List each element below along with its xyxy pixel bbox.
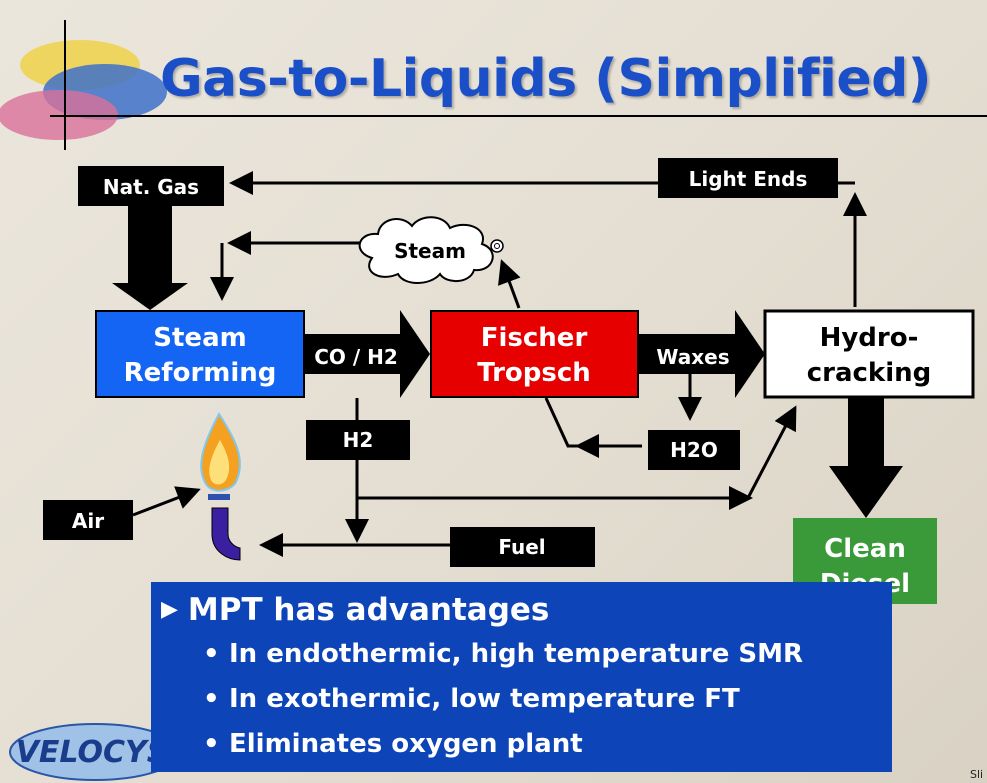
connector-lines (132, 171, 867, 557)
fuel-label: Fuel (498, 535, 545, 559)
advantage-item: • In endothermic, high temperature SMR (203, 632, 882, 677)
waxes-arrow (638, 310, 765, 398)
fischer-tropsch-line1: Fischer (481, 323, 588, 353)
advantage-text: In exothermic, low temperature FT (229, 684, 740, 714)
bullet-dot-icon: • (203, 639, 220, 669)
advantages-heading-text: MPT has advantages (187, 592, 550, 628)
triangle-bullet-icon: ▶ (161, 597, 178, 622)
bullet-dot-icon: • (203, 729, 220, 759)
light-ends-label: Light Ends (689, 167, 808, 191)
ft-to-steam-arrow (498, 259, 521, 309)
air-to-burner-arrow (132, 486, 201, 517)
title-rule (50, 115, 987, 117)
steam-reforming-box: Steam Reforming (95, 310, 305, 398)
steam-reforming-line2: Reforming (124, 358, 277, 388)
fischer-tropsch-box: Fischer Tropsch (430, 310, 639, 398)
bullet-dot-icon: • (203, 684, 220, 714)
nat-gas-label: Nat. Gas (103, 175, 199, 199)
slide-number-fragment: Sli (970, 768, 984, 781)
slide-title: Gas-to-Liquids (Simplified) (160, 49, 932, 109)
advantages-box: ▶ MPT has advantages • In endothermic, h… (151, 582, 892, 772)
advantage-text: Eliminates oxygen plant (229, 729, 583, 759)
advantage-text: In endothermic, high temperature SMR (229, 639, 804, 669)
hydrocracking-line1: Hydro- (820, 323, 919, 353)
fischer-tropsch-line2: Tropsch (477, 358, 591, 388)
hydrocracking-to-diesel-arrow (829, 397, 903, 518)
nat-gas-box: Nat. Gas (78, 166, 224, 206)
steam-cloud (358, 216, 504, 284)
air-box: Air (43, 500, 133, 540)
air-label: Air (72, 509, 104, 533)
h2-to-hydrocracking-arrow (746, 405, 797, 499)
velocys-logo: VELOCYS (9, 723, 181, 781)
clean-diesel-line1: Clean (824, 534, 906, 564)
h2-box: H2 (306, 420, 410, 460)
hydrocracking-line2: cracking (807, 358, 932, 388)
h2o-box: H2O (648, 430, 740, 470)
title-vertical-rule (64, 20, 66, 150)
advantage-item: • In exothermic, low temperature FT (203, 677, 882, 722)
advantages-heading: ▶ MPT has advantages (161, 588, 882, 632)
syngas-arrow (304, 310, 430, 398)
steam-label: Steam (394, 239, 466, 263)
fuel-box: Fuel (450, 527, 595, 567)
light-ends-box: Light Ends (658, 158, 838, 198)
h2o-label: H2O (670, 438, 718, 462)
steam-reforming-line1: Steam (153, 323, 246, 353)
h2-label: H2 (343, 428, 374, 452)
ft-to-h2o-line (544, 397, 642, 448)
velocys-logo-text: VELOCYS (16, 735, 169, 770)
advantage-item: • Eliminates oxygen plant (203, 722, 882, 767)
waxes-label: Waxes (656, 345, 729, 369)
nat-gas-to-reforming-arrow (112, 200, 188, 310)
co-h2-label: CO / H2 (314, 345, 398, 369)
hydrocracking-box: Hydro- cracking (763, 309, 975, 399)
burner-flame-icon (200, 412, 241, 561)
decorative-ellipses (0, 40, 167, 140)
